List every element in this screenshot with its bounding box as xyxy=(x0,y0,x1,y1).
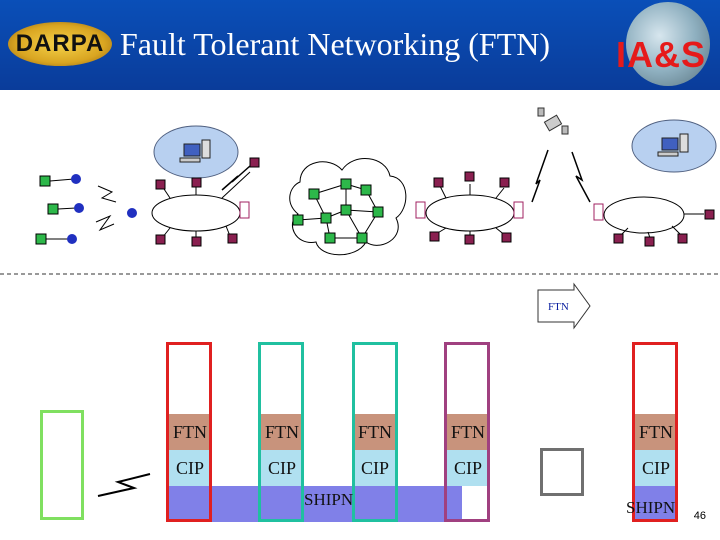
ftn-layer-cell: FTN xyxy=(353,414,397,450)
lan-middle-nodes xyxy=(429,171,512,245)
darpa-logo: DARPA xyxy=(8,22,112,66)
network-diagram: FTN xyxy=(0,107,720,330)
shipn-bar-right xyxy=(634,486,678,522)
ftn-arrow-label: FTN xyxy=(548,301,569,313)
ias-logo-text: IA&S xyxy=(616,34,707,75)
node-column-gray xyxy=(540,448,584,496)
router-icon xyxy=(239,201,250,219)
lan-ring-left xyxy=(151,194,241,232)
cip-layer-cell: CIP xyxy=(168,450,212,486)
ftn-arrow: FTN xyxy=(537,282,591,330)
page-title: Fault Tolerant Networking (FTN) xyxy=(120,26,550,62)
satellite-link-icon xyxy=(531,149,549,203)
globe-icon xyxy=(626,2,710,86)
lan-ring-right xyxy=(603,196,685,234)
cip-layer-cell: CIP xyxy=(353,450,397,486)
shipn-label: SHIPN xyxy=(304,490,354,509)
ftn-layer-cell: FTN xyxy=(260,414,304,450)
router-icon xyxy=(513,201,524,219)
node-column-teal-2 xyxy=(352,342,398,522)
node-column-teal-1 xyxy=(258,342,304,522)
lan-right-nodes xyxy=(613,209,715,247)
ias-logo: IA&S xyxy=(606,0,718,88)
ftn-layer-cell: FTN xyxy=(634,414,678,450)
cip-layer-cell: CIP xyxy=(446,450,490,486)
node-column-green xyxy=(40,410,84,520)
cip-layer-cell: CIP xyxy=(260,450,304,486)
ftn-layer-cell: FTN xyxy=(446,414,490,450)
cip-layer-cell: CIP xyxy=(634,450,678,486)
lan-ring-middle xyxy=(425,194,515,232)
node-column-red-right xyxy=(632,342,678,522)
wireless-nodes xyxy=(35,174,137,245)
wireless-link-icon xyxy=(221,165,251,191)
node-column-red-left xyxy=(166,342,212,522)
router-icon xyxy=(415,201,426,219)
computer-icon-right xyxy=(657,133,689,157)
satellite-link-icon xyxy=(571,151,591,203)
wireless-link-icon xyxy=(97,473,151,497)
router-icon xyxy=(593,203,604,221)
shipn-label-right: SHIPN xyxy=(626,498,676,517)
title-bar: DARPA Fault Tolerant Networking (FTN) IA… xyxy=(0,0,720,90)
shipn-bar xyxy=(168,486,462,522)
ftn-layer-cell: FTN xyxy=(168,414,212,450)
computer-icon-left xyxy=(179,139,211,163)
page-number: 46 xyxy=(693,510,706,522)
mesh-nodes xyxy=(292,178,384,244)
lan-left-nodes xyxy=(155,157,260,247)
node-column-purple xyxy=(444,342,490,522)
satellite-icon xyxy=(537,107,569,135)
